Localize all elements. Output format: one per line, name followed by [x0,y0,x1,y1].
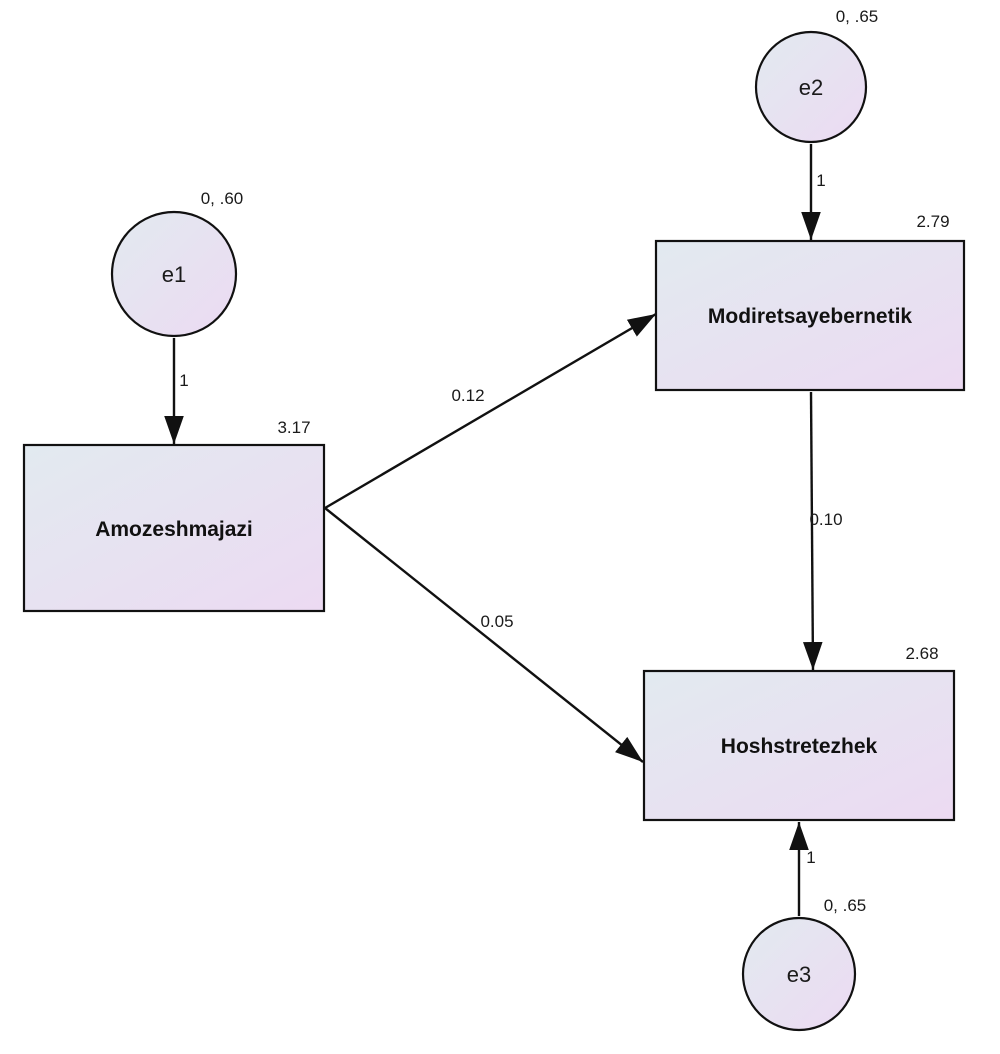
error-label: e3 [787,962,811,987]
path-weight: 1 [806,848,815,867]
error-variance: 0, .65 [824,896,867,915]
edge-modiretsayebernetik-hoshstretezhek [802,391,823,671]
error-node-e1: e1 0, .60 1 [110,189,244,390]
path-coefficient-amozeshmajazi-hoshstretezhek: 0.05 [480,612,513,631]
observed-intercept: 2.68 [905,644,938,663]
observed-box [642,669,956,822]
error-label: e1 [162,262,186,287]
observed-label: Amozeshmajazi [95,518,253,541]
error-node-e2: e2 0, .65 1 [754,7,879,190]
path-coefficient-amozeshmajazi-modiretsayebernetik: 0.12 [451,386,484,405]
error-circle [754,30,868,144]
observed-box [22,443,326,613]
error-label: e2 [799,75,823,100]
error-node-e3: e3 0, .65 1 [741,848,867,1032]
observed-node-hoshstretezhek: Hoshstretezhek 2.68 [642,644,956,822]
observed-label: Modiretsayebernetik [708,305,913,328]
observed-intercept: 3.17 [277,418,310,437]
observed-node-amozeshmajazi: Amozeshmajazi 3.17 [22,418,326,613]
observed-box [654,239,966,392]
error-variance: 0, .60 [201,189,244,208]
error-circle [110,210,238,338]
observed-node-modiretsayebernetik: Modiretsayebernetik 2.79 [654,212,966,392]
error-circle [741,916,857,1032]
edge-amozeshmajazi-hoshstretezhek [324,507,644,763]
path-weight: 1 [816,171,825,190]
edge-amozeshmajazi-modiretsayebernetik [324,312,657,510]
observed-label: Hoshstretezhek [721,735,878,758]
path-coefficient-modiretsayebernetik-hoshstretezhek: 0.10 [809,510,842,529]
error-variance: 0, .65 [836,7,879,26]
observed-intercept: 2.79 [916,212,949,231]
path-weight: 1 [179,371,188,390]
